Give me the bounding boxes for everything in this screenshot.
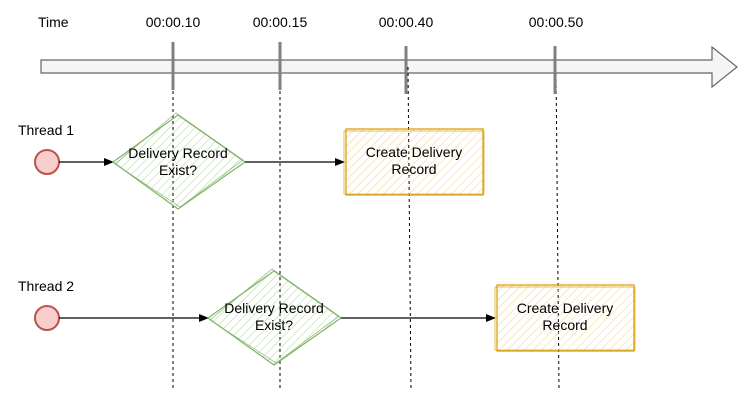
time-ticks [171, 42, 557, 94]
thread-2-decision-line-2: Exist? [255, 317, 293, 333]
guide-line-3 [407, 66, 412, 391]
thread-2-decision-line-1: Delivery Record [224, 300, 324, 316]
timeline-arrow [40, 45, 738, 89]
thread-2-start-node [34, 305, 60, 331]
thread-1-start-node [34, 149, 60, 175]
time-mark-label-4: 00:00.50 [529, 14, 584, 30]
thread-1-action-line-2: Record [391, 161, 436, 177]
thread-1-decision-line-2: Exist? [159, 162, 197, 178]
time-mark-label-3: 00:00.40 [379, 14, 434, 30]
thread-2-label: Thread 2 [18, 278, 74, 294]
thread-2-action-line-1: Create Delivery [517, 300, 613, 316]
thread-2-action-node: Create Delivery Record [494, 284, 636, 352]
thread-1-label: Thread 1 [18, 122, 74, 138]
time-label: Time [38, 14, 69, 30]
thread-1-action-node: Create Delivery Record [343, 128, 485, 196]
thread-2-decision-node: Delivery Record Exist? [206, 268, 343, 366]
time-mark-label-1: 00:00.10 [146, 14, 201, 30]
time-mark-label-2: 00:00.15 [253, 14, 308, 30]
thread-1-action-line-1: Create Delivery [366, 144, 462, 160]
thread-1-decision-node: Delivery Record Exist? [111, 112, 247, 210]
thread-1-decision-line-1: Delivery Record [128, 145, 228, 161]
thread-2-action-line-2: Record [542, 317, 587, 333]
